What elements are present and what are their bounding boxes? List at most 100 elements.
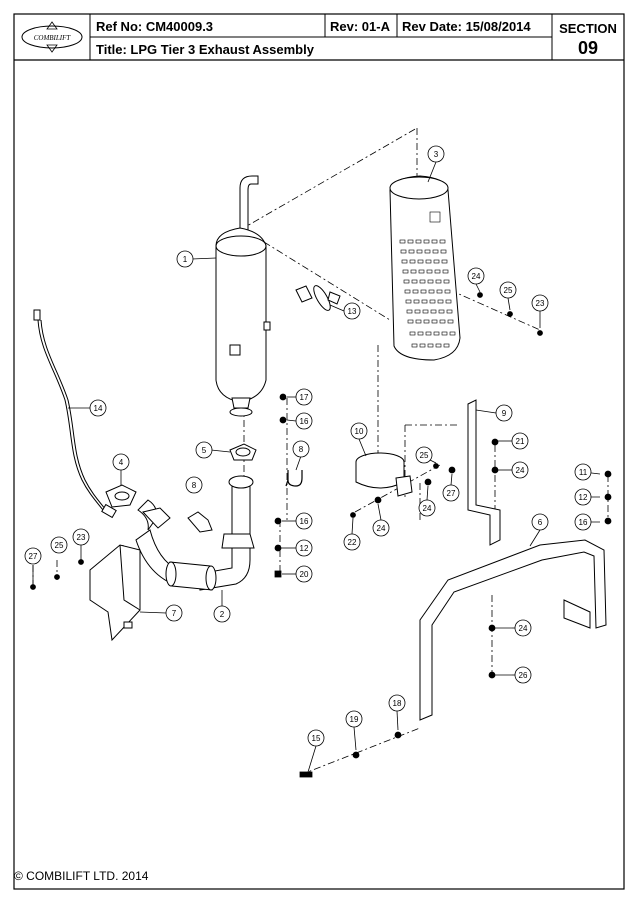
svg-text:3: 3 (434, 150, 439, 159)
svg-text:16: 16 (579, 518, 588, 527)
svg-text:21: 21 (516, 437, 525, 446)
ref-number: Ref No: CM40009.3 (96, 19, 213, 34)
callout-11: 11 (574, 463, 592, 481)
svg-text:25: 25 (420, 451, 429, 460)
svg-text:5: 5 (202, 446, 207, 455)
sensor-wire-part-14 (33, 309, 117, 519)
title-block: COMBILIFT Ref No: CM40009.3 Rev: 01-A Re… (14, 14, 624, 61)
sensor-part-13 (295, 285, 341, 311)
callout-6: 6 (531, 513, 549, 531)
callout-16a: 16 (295, 412, 313, 430)
callout-24b: 24 (372, 519, 390, 537)
svg-text:24: 24 (423, 504, 432, 513)
svg-text:23: 23 (77, 533, 86, 542)
callout-13: 13 (343, 302, 361, 320)
band-clamp-part-10 (355, 452, 413, 497)
svg-text:25: 25 (55, 541, 64, 550)
callout-7: 7 (165, 604, 183, 622)
svg-text:24: 24 (519, 624, 528, 633)
section-label: SECTION (559, 21, 617, 36)
callout-9: 9 (495, 404, 513, 422)
callout-12a: 12 (574, 488, 592, 506)
callout-15: 15 (307, 729, 325, 747)
callout-3: 3 (427, 145, 445, 163)
svg-text:12: 12 (300, 544, 309, 553)
svg-text:27: 27 (29, 552, 38, 561)
callout-18: 18 (388, 694, 406, 712)
bracket-part-7 (89, 544, 141, 642)
callout-8a: 8 (292, 440, 310, 458)
callout-22: 22 (343, 533, 361, 551)
svg-text:23: 23 (536, 299, 545, 308)
callout-8b: 8 (185, 476, 203, 494)
svg-text:12: 12 (579, 493, 588, 502)
drawing-frame (13, 13, 625, 890)
callout-26: 26 (514, 666, 532, 684)
callout-25b: 25 (415, 446, 433, 464)
svg-text:24: 24 (516, 466, 525, 475)
flange-part-4 (105, 484, 137, 508)
clamp-plate (187, 511, 213, 533)
callout-24c: 24 (418, 499, 436, 517)
callout-24d: 24 (511, 461, 529, 479)
callout-23b: 23 (531, 294, 549, 312)
callout-12b: 12 (295, 539, 313, 557)
callout-20: 20 (295, 565, 313, 583)
svg-text:17: 17 (300, 393, 309, 402)
svg-text:8: 8 (299, 445, 304, 454)
callout-27b: 27 (24, 547, 42, 565)
callout-14: 14 (89, 399, 107, 417)
fasteners (30, 292, 612, 778)
svg-text:8: 8 (192, 481, 197, 490)
svg-text:4: 4 (119, 458, 124, 467)
silencer-part (215, 175, 271, 417)
leader-lines (32, 161, 601, 773)
callout-2: 2 (213, 605, 231, 623)
svg-text:22: 22 (348, 538, 357, 547)
revision: Rev: 01-A (330, 19, 391, 34)
svg-text:24: 24 (472, 272, 481, 281)
svg-text:11: 11 (579, 468, 588, 477)
drawing-title: Title: LPG Tier 3 Exhaust Assembly (96, 42, 315, 57)
callout-25c: 25 (50, 536, 68, 554)
callout-23a: 23 (72, 528, 90, 546)
svg-text:20: 20 (300, 570, 309, 579)
svg-text:25: 25 (504, 286, 513, 295)
copyright-footer: © COMBILIFT LTD. 2014 (14, 869, 149, 883)
svg-text:9: 9 (502, 409, 507, 418)
u-bolt-part-8 (285, 470, 303, 487)
gasket-part-5 (229, 443, 257, 461)
combilift-logo: COMBILIFT (21, 21, 83, 53)
exhaust-pipe-part-2 (135, 475, 255, 591)
mount-bar-part-9 (467, 399, 501, 546)
callout-19: 19 (345, 710, 363, 728)
callout-27a: 27 (442, 484, 460, 502)
svg-text:18: 18 (393, 699, 402, 708)
svg-text:24: 24 (377, 524, 386, 533)
svg-text:16: 16 (300, 517, 309, 526)
section-number: 09 (578, 38, 598, 58)
svg-text:6: 6 (538, 518, 543, 527)
svg-text:19: 19 (350, 715, 359, 724)
frame-part-6 (419, 539, 607, 721)
callout-1: 1 (176, 250, 194, 268)
callout-24a: 24 (467, 267, 485, 285)
svg-text:16: 16 (300, 417, 309, 426)
callout-17: 17 (295, 388, 313, 406)
callout-16b: 16 (295, 512, 313, 530)
callout-24e: 24 (514, 619, 532, 637)
logo-text: COMBILIFT (34, 34, 72, 42)
svg-text:1: 1 (183, 255, 188, 264)
heat-shield-part (389, 175, 461, 361)
revision-date: Rev Date: 15/08/2014 (402, 19, 531, 34)
callout-21: 21 (511, 432, 529, 450)
svg-text:2: 2 (220, 610, 225, 619)
svg-text:15: 15 (312, 734, 321, 743)
svg-text:14: 14 (94, 404, 103, 413)
callout-4: 4 (112, 453, 130, 471)
callout-10: 10 (350, 422, 368, 440)
callout-balloons: 1 2 3 4 5 6 7 8 8 9 10 11 12 12 13 14 15… (24, 145, 592, 747)
svg-text:26: 26 (519, 671, 528, 680)
svg-text:10: 10 (355, 427, 364, 436)
